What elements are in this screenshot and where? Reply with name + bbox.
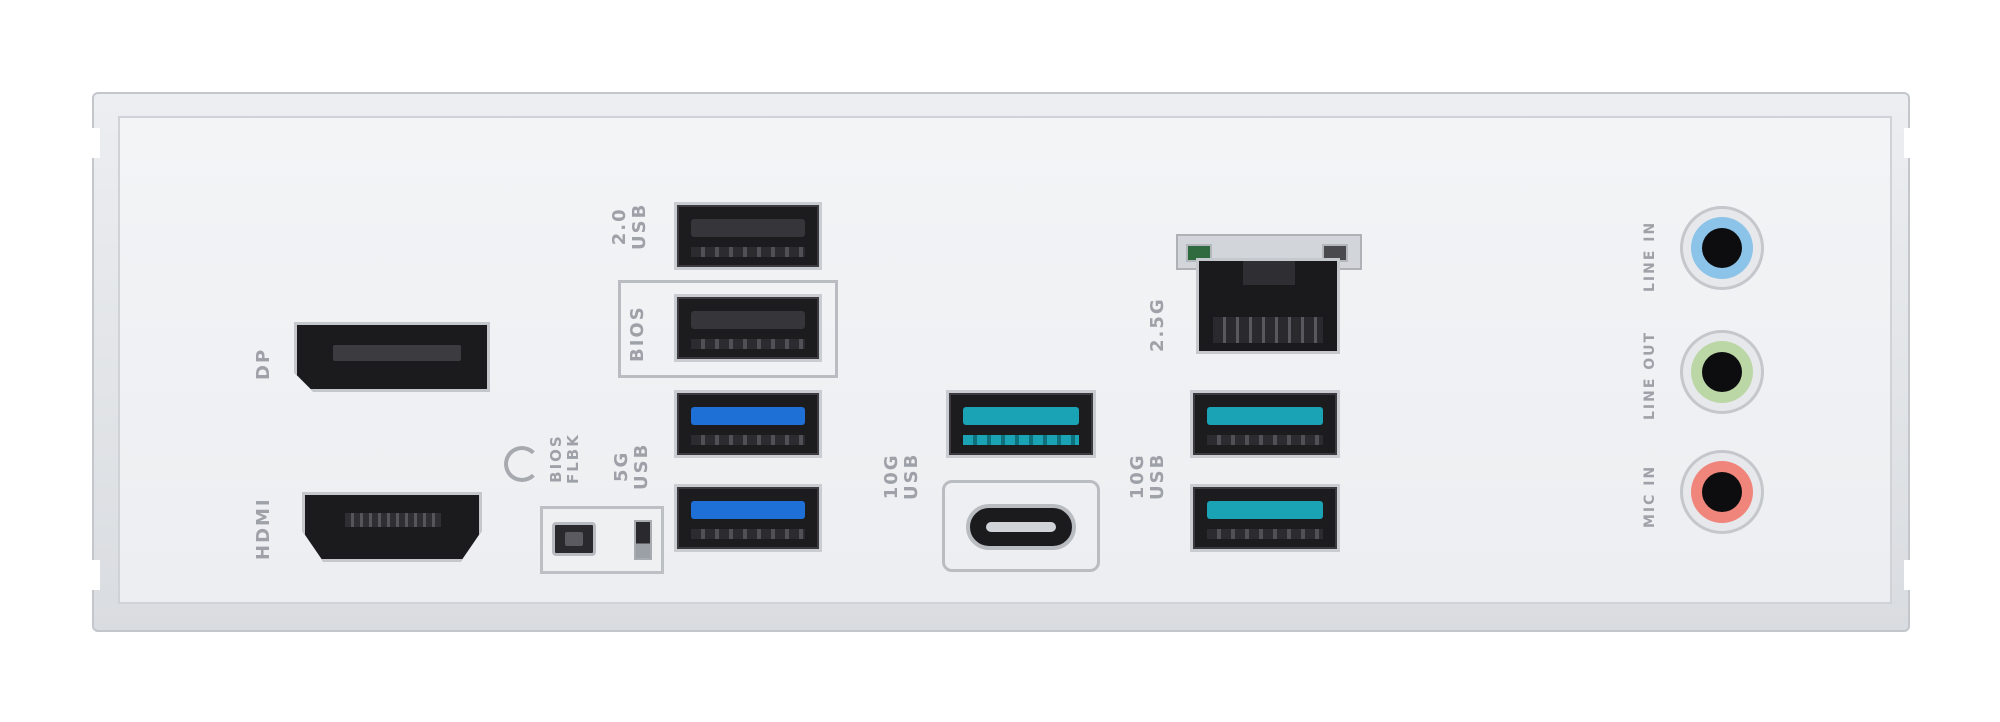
usb-bios-flashback-port[interactable] (674, 294, 822, 362)
dp-label: DP (253, 347, 274, 380)
lan-label: 2.5G (1147, 297, 1168, 352)
hdmi-port[interactable] (302, 492, 482, 562)
usb10g-c-label: 10G USB (881, 452, 922, 500)
usb20-label: 2.0 USB (609, 202, 650, 250)
displayport-port[interactable] (294, 322, 490, 392)
usb5g-port-1[interactable] (674, 390, 822, 458)
bios-flashback-icon (504, 446, 540, 482)
usb10g-a-port-top[interactable] (946, 390, 1096, 458)
usb5g-label: 5G USB (611, 442, 652, 490)
frame-notch (92, 128, 100, 158)
usb20-port[interactable] (674, 202, 822, 270)
usb10g-a-label: 10G USB (1127, 452, 1168, 500)
usb-type-c-port[interactable] (966, 504, 1076, 550)
line-out-label: LINE OUT (1642, 330, 1658, 420)
usb10g-a-port-1[interactable] (1190, 390, 1340, 458)
frame-notch (92, 560, 100, 590)
bios-flashback-outline (618, 280, 838, 378)
usb10g-a-port-2[interactable] (1190, 484, 1340, 552)
bios-label: BIOS (627, 305, 648, 362)
usb5g-port-2[interactable] (674, 484, 822, 552)
hdmi-label: HDMI (253, 497, 274, 560)
lan-rj45-port[interactable] (1196, 258, 1340, 354)
mic-in-jack[interactable] (1680, 450, 1764, 534)
bios-flbk-label: BIOS FLBK (547, 433, 582, 484)
line-out-jack[interactable] (1680, 330, 1764, 414)
usb-c-outline (942, 480, 1100, 572)
frame-notch (1904, 128, 1912, 158)
bios-flashback-led (634, 520, 652, 560)
line-in-jack[interactable] (1680, 206, 1764, 290)
frame-notch (1904, 560, 1912, 590)
line-in-label: LINE IN (1642, 220, 1658, 292)
bios-flashback-button[interactable] (552, 522, 596, 556)
mic-in-label: MIC IN (1642, 464, 1658, 528)
